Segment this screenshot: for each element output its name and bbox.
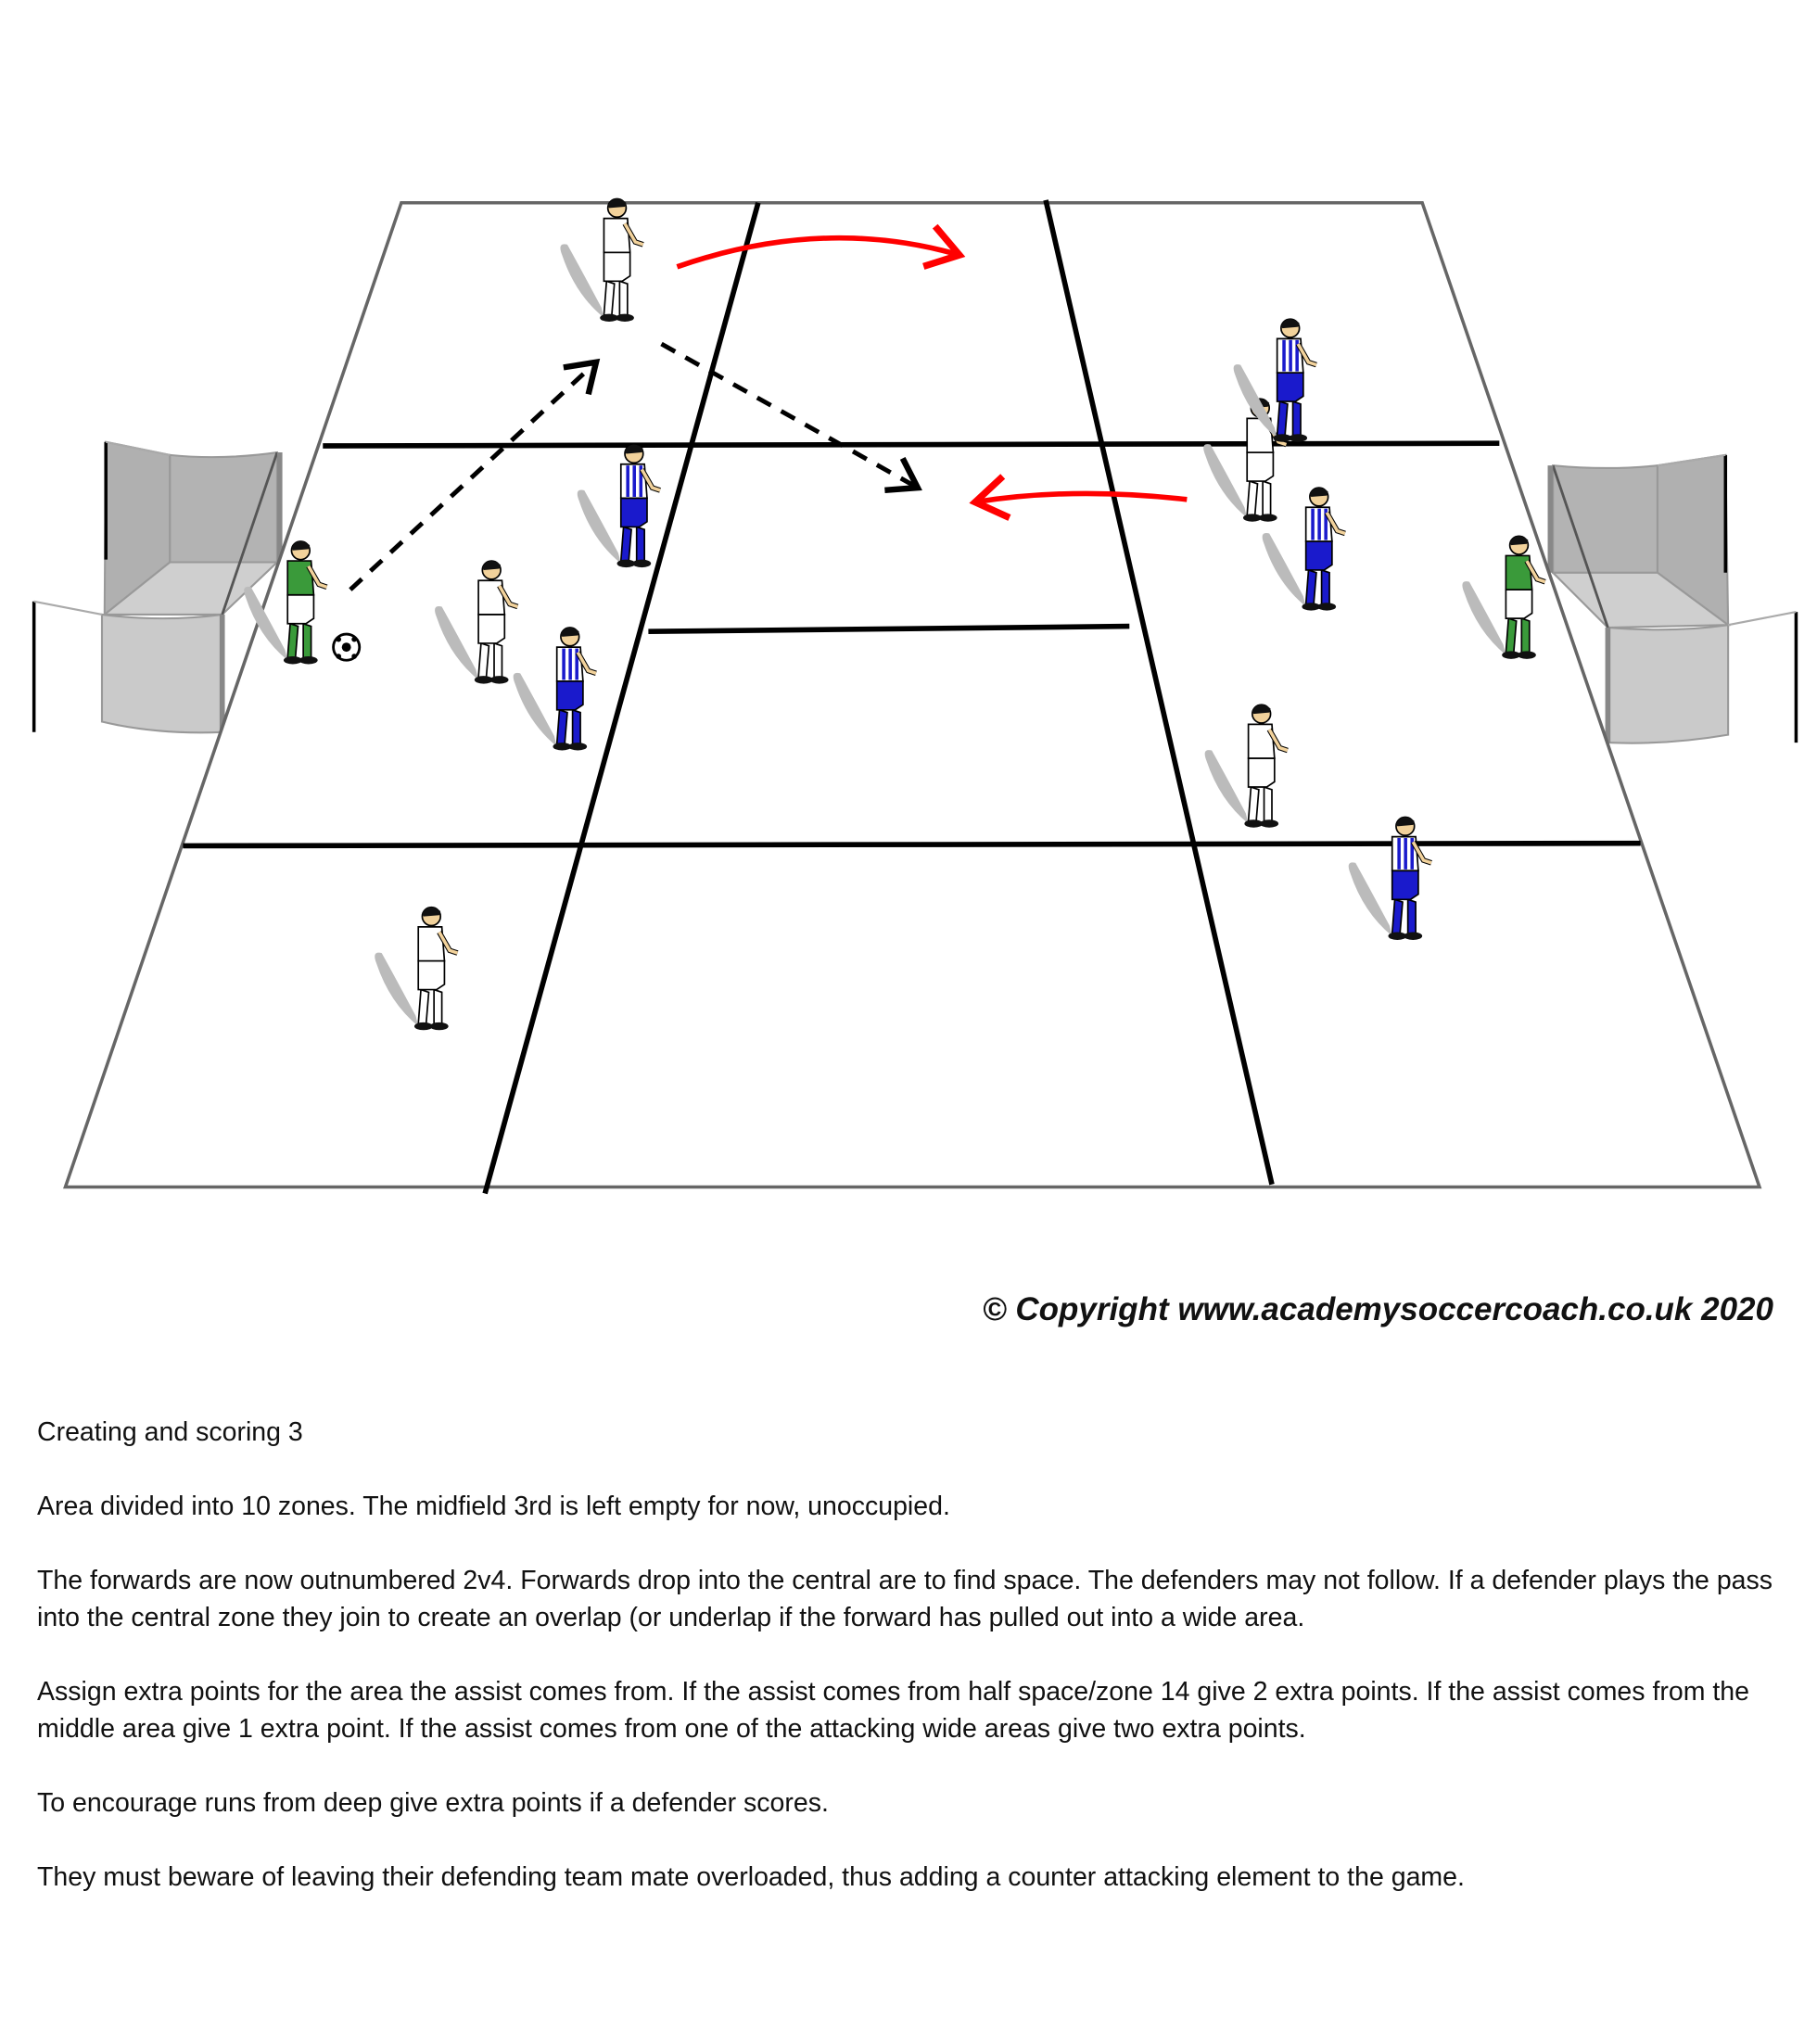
zone-line (1043, 199, 1275, 1186)
description-paragraph: Area divided into 10 zones. The midfield… (37, 1492, 950, 1521)
soccer-ball-icon (332, 632, 362, 662)
description-paragraph: The forwards are now outnumbered 2v4. Fo… (37, 1566, 1773, 1632)
zone-line (482, 201, 761, 1195)
blue-team-player-icon (1348, 816, 1432, 941)
white-team-player-icon (1204, 704, 1289, 828)
right-goal-icon (1547, 453, 1798, 744)
pass-arrow (349, 358, 601, 591)
description-paragraph: They must beware of leaving their defend… (37, 1862, 1465, 1892)
training-pitch-diagram (32, 197, 1798, 1195)
description-title: Creating and scoring 3 (37, 1417, 303, 1447)
goalkeeper-player-icon (244, 540, 328, 665)
zone-line (323, 440, 1500, 449)
blue-team-player-icon (513, 627, 597, 751)
blue-team-player-icon (577, 443, 661, 568)
description-paragraph: Assign extra points for the area the ass… (37, 1677, 1749, 1744)
white-team-player-icon (435, 560, 519, 684)
copyright-notice: © Copyright www.academysoccercoach.co.uk… (982, 1291, 1773, 1327)
zone-line (183, 840, 1641, 849)
run-arrow (676, 223, 966, 270)
blue-team-player-icon (1262, 487, 1346, 611)
description-paragraph: To encourage runs from deep give extra p… (37, 1788, 829, 1818)
blue-team-player-icon (1233, 318, 1317, 442)
zone-line (648, 623, 1130, 635)
run-arrow (969, 474, 1188, 521)
left-goal-icon (32, 440, 283, 734)
goalkeeper-player-icon (1462, 535, 1546, 659)
pass-arrow (660, 341, 922, 494)
white-team-player-icon (375, 906, 459, 1031)
pitch-boundary (63, 200, 1762, 1189)
white-team-player-icon (560, 197, 644, 323)
drill-description: Creating and scoring 3 Area divided into… (37, 1414, 1780, 1933)
